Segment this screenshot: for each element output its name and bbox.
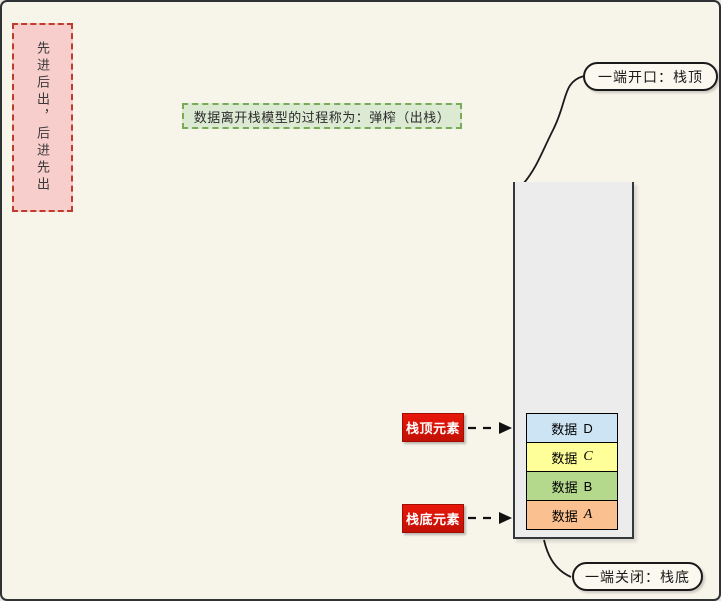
pop-description-text: 数据离开栈模型的过程称为：弹榨（出栈） (193, 109, 451, 125)
stack-bottom-callout: 一端关闭：栈底 (572, 562, 703, 591)
stack-item-prefix: 数据 (551, 450, 578, 466)
pop-description-note: 数据离开栈模型的过程称为：弹榨（出栈） (182, 103, 462, 129)
stack-item: 数据 D (526, 413, 618, 443)
stack-item: 数据 C (526, 442, 618, 472)
top-callout-connector (523, 75, 585, 184)
stack-item-prefix: 数据 (551, 421, 578, 437)
stack-item-prefix: 数据 (551, 508, 578, 524)
filo-rule-text: 先进后出，后进先出 (35, 41, 50, 194)
stack-item-prefix: 数据 (551, 479, 578, 495)
stack-top-callout-text: 一端开口：栈顶 (598, 68, 703, 85)
filo-rule-note: 先进后出，后进先出 (12, 23, 73, 212)
bottom-element-arrowhead (499, 512, 512, 524)
stack-top-callout: 一端开口：栈顶 (583, 62, 718, 91)
stack-item-letter: D (583, 420, 593, 436)
stack-top-element-text: 栈顶元素 (405, 421, 460, 436)
stack-item: 数据 B (526, 471, 618, 501)
stack-item-letter: A (583, 507, 593, 522)
stack-top-element-label: 栈顶元素 (402, 413, 464, 442)
bottom-callout-connector (543, 539, 572, 578)
stack-item-letter: B (583, 478, 593, 494)
stack-bottom-element-text: 栈底元素 (405, 512, 460, 527)
stack-bottom-element-label: 栈底元素 (402, 504, 464, 533)
stack-item-letter: C (583, 449, 593, 464)
top-element-arrowhead (499, 422, 512, 434)
stack-bottom-callout-text: 一端关闭：栈底 (585, 568, 690, 585)
stack-item: 数据 A (526, 500, 618, 530)
